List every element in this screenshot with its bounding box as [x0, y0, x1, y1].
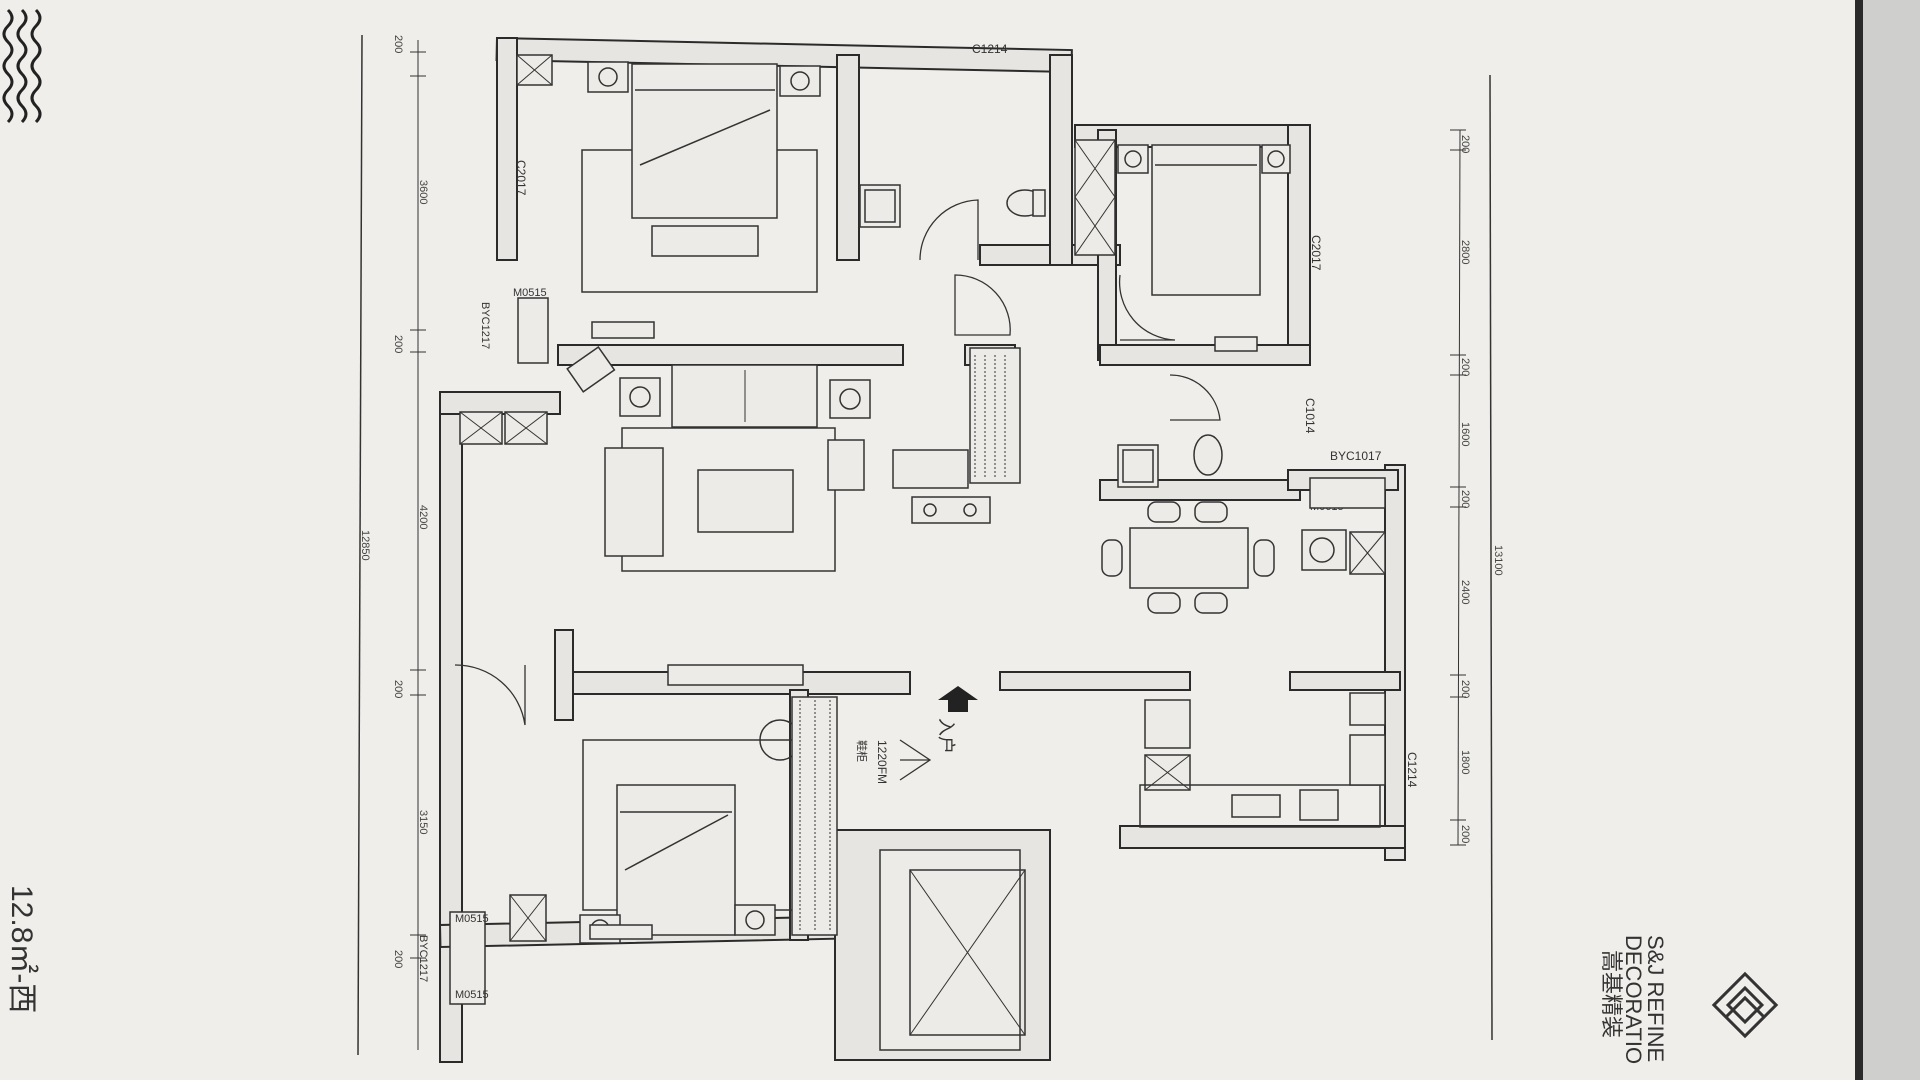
dining-table	[1129, 527, 1249, 589]
bathroom-right: C1014 BYC1017 M0615	[1117, 374, 1386, 575]
bedroom-top-right: C2017	[1074, 139, 1323, 352]
toilet	[1193, 434, 1223, 476]
nightstand	[1261, 144, 1291, 174]
dim-right-4: 1600	[1459, 422, 1471, 446]
bed-bottom	[616, 784, 736, 936]
bedroom-top-left: C2017	[514, 54, 821, 293]
paper-shadow	[1863, 0, 1920, 1080]
storage-left: M0515 BYC1217	[459, 287, 549, 445]
vanity	[859, 184, 901, 228]
armchair	[604, 447, 664, 557]
entry: 入户 1220FM 鞋柜	[855, 686, 978, 784]
byc-label-mid: BYC1017	[1330, 449, 1382, 463]
dim-right-total: 13100	[1492, 545, 1504, 576]
shoe-cabinet-label: 鞋柜	[855, 740, 869, 762]
side-table	[619, 377, 661, 417]
nightstand	[1117, 144, 1149, 174]
lamp-icon	[790, 71, 810, 91]
coffee-table	[697, 469, 794, 533]
dim-left-5: 200	[392, 680, 404, 698]
dim-right-6: 2400	[1459, 580, 1471, 604]
lamp-icon	[745, 910, 765, 930]
cooktop	[1231, 794, 1281, 818]
wave-ornament	[2, 8, 42, 124]
living-room	[566, 321, 871, 572]
byc-label-upper: BYC1217	[479, 302, 491, 349]
lamp-icon	[1267, 150, 1285, 168]
hall-cabinets	[892, 274, 1021, 524]
window-label-c2017-left: C2017	[514, 160, 528, 196]
elevator	[879, 849, 1026, 1051]
cabinet-low	[892, 449, 969, 489]
lamp-icon	[598, 67, 618, 87]
sink	[1349, 734, 1386, 786]
window-label-c1214-kitchen: C1214	[1405, 752, 1419, 788]
nightstand-left	[587, 61, 629, 93]
brand-line2: DECORATIO	[1621, 935, 1646, 1064]
left-dimension-line	[357, 34, 426, 1056]
entry-text: 入户	[936, 718, 956, 754]
bench	[651, 225, 759, 257]
counter	[1139, 784, 1381, 828]
brand-logo	[1711, 971, 1779, 1039]
side-table	[829, 379, 871, 419]
dim-left-7: 200	[392, 950, 404, 968]
dim-right-3: 200	[1459, 358, 1471, 376]
area-text: 12.8㎡-西	[5, 885, 38, 1013]
door-label-1220fm: 1220FM	[875, 740, 889, 784]
bathroom-top	[859, 184, 1046, 261]
stool	[827, 439, 865, 491]
byc-label-lower: BYC1217	[417, 935, 429, 982]
dim-right-2: 2800	[1459, 240, 1471, 264]
kitchen: C1214	[1139, 692, 1419, 828]
dim-right-9: 200	[1459, 825, 1471, 843]
lamp-icon	[839, 388, 861, 410]
dim-left-1: 200	[392, 35, 404, 53]
bedroom-bottom: M0515 BYC1217 M0515	[417, 664, 838, 1005]
window-label-c1214-top: C1214	[972, 42, 1008, 56]
right-dimension-line	[1450, 74, 1493, 1041]
paper-right-edge	[1855, 0, 1863, 1080]
door-label-m0515-upper: M0515	[513, 287, 547, 299]
nightstand-right	[779, 65, 821, 97]
dim-right-1: 200	[1459, 135, 1471, 153]
window-label-c2017-right: C2017	[1309, 235, 1323, 271]
dim-left-total: 12850	[359, 530, 371, 561]
stove	[911, 496, 991, 524]
dim-left-4: 4200	[417, 505, 429, 529]
entry-arrow-icon	[938, 686, 978, 712]
brand-line1: S&J REFINE	[1643, 935, 1668, 1062]
bed-top-left	[631, 63, 778, 219]
fridge	[1144, 699, 1191, 749]
dim-left-6: 3150	[417, 810, 429, 834]
wardrobe-right	[1074, 139, 1116, 256]
window-label-c1014: C1014	[1303, 398, 1317, 434]
door-label-m0515-lower2: M0515	[455, 989, 489, 1001]
dim-right-7: 200	[1459, 680, 1471, 698]
tv-cabinet	[591, 321, 655, 339]
dining-area	[1101, 501, 1275, 614]
dim-left-2: 3600	[417, 180, 429, 204]
bed-top-right	[1151, 144, 1261, 296]
dim-right-5: 200	[1459, 490, 1471, 508]
door-label-m0515-lower: M0515	[455, 913, 489, 925]
brand-cn: 嵩基精装	[1599, 950, 1624, 1038]
dim-left-3: 200	[392, 335, 404, 353]
lamp-icon	[629, 386, 651, 408]
dim-right-8: 1800	[1459, 750, 1471, 774]
lamp-icon	[1124, 150, 1142, 168]
